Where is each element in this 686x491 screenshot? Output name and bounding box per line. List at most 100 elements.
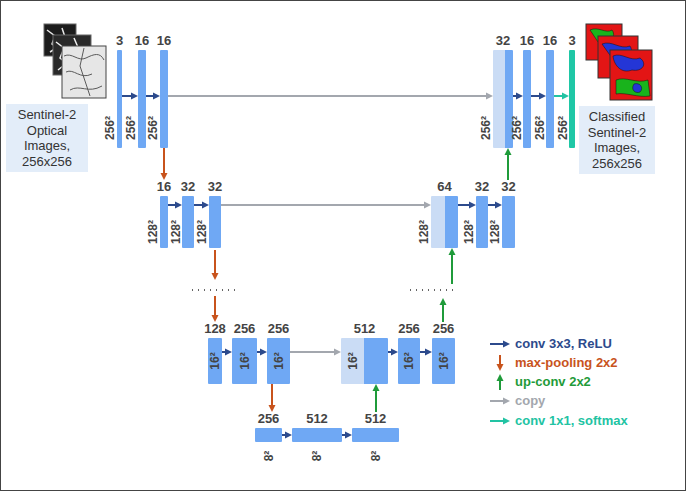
- up-conv-arrow: [442, 305, 444, 322]
- arrow-connector: [488, 202, 502, 209]
- arrow-head: [425, 349, 432, 356]
- feature-map: 25616²: [432, 322, 455, 384]
- arrow-head: [212, 273, 219, 280]
- arrow-line: [194, 204, 202, 206]
- map-size: 256²: [480, 116, 492, 140]
- arrow-connector: [420, 349, 432, 356]
- arrow-head: [497, 364, 504, 371]
- legend-text: copy: [515, 393, 545, 409]
- arrow-head: [539, 93, 546, 100]
- feature-map: 5128²: [292, 412, 342, 442]
- feature-map: 64128²: [431, 180, 458, 248]
- arrow-line: [488, 204, 495, 206]
- feature-map: 32128²: [182, 180, 194, 248]
- map-size: 128²: [196, 220, 208, 244]
- arrow-connector: [257, 349, 267, 356]
- map-size: 256²: [511, 116, 523, 140]
- arrow-connector: [168, 93, 493, 100]
- map-size: 128²: [147, 220, 159, 244]
- arrow-head: [516, 93, 523, 100]
- arrow-connector: [161, 148, 168, 180]
- arrow-head: [153, 93, 160, 100]
- channel-count: 256: [234, 322, 256, 336]
- legend-text: conv 1x1, softmax: [515, 413, 628, 429]
- feature-map-bar: [160, 196, 168, 248]
- arrow-connector: [513, 93, 523, 100]
- arrow-line: [499, 355, 501, 364]
- feature-map: 5128²: [352, 412, 399, 442]
- arrow-line: [490, 343, 503, 345]
- arrow-head: [225, 349, 232, 356]
- arrow-line: [257, 351, 260, 353]
- arrow-head: [391, 349, 398, 356]
- map-size: 8²: [311, 451, 323, 462]
- ellipsis-dots: [410, 289, 458, 291]
- arrow-line: [513, 95, 516, 97]
- arrow-head: [497, 374, 504, 381]
- arrow-line: [146, 95, 153, 97]
- channel-count: 16: [520, 34, 534, 48]
- arrow-head: [373, 384, 380, 391]
- feature-map: 32256²: [493, 34, 513, 148]
- arrow-line: [499, 381, 501, 390]
- arrow-head: [175, 202, 182, 209]
- map-size: 16²: [239, 352, 251, 369]
- arrow-connector: [222, 349, 232, 356]
- channel-count: 16: [157, 34, 171, 48]
- arrow-line: [168, 95, 486, 97]
- legend-arrow: [488, 392, 512, 410]
- arrow-head: [131, 93, 138, 100]
- channel-count: 256: [398, 322, 420, 336]
- arrow-connector: [168, 202, 182, 209]
- arrow-line: [122, 95, 131, 97]
- feature-map-bar: [292, 428, 342, 442]
- arrow-line: [458, 204, 469, 206]
- feature-map: 32128²: [502, 180, 515, 248]
- arrow-connector: [342, 432, 352, 439]
- map-size: 16²: [347, 352, 359, 369]
- image-class-region: [613, 55, 644, 71]
- map-size: 256²: [104, 116, 116, 140]
- channel-count: 512: [354, 322, 376, 336]
- arrow-line: [163, 148, 165, 173]
- arrow-connector: [194, 202, 209, 209]
- map-size: 128²: [418, 220, 430, 244]
- caption-text: Classified Sentinel-2 Images, 256x256: [582, 109, 652, 171]
- arrow-connector: [290, 349, 341, 356]
- arrow-head: [269, 405, 276, 412]
- map-size: 8²: [263, 451, 275, 462]
- arrow-connector: [554, 93, 569, 100]
- feature-map-bar: [493, 50, 513, 148]
- channel-count: 32: [501, 180, 515, 194]
- up-conv-arrow: [451, 255, 453, 284]
- arrow-connector: [146, 93, 160, 100]
- channel-count: 16: [543, 34, 557, 48]
- arrow-line: [290, 351, 334, 353]
- arrow-connector: [269, 384, 276, 412]
- channel-count: 128: [204, 322, 226, 336]
- arrow-head: [495, 202, 502, 209]
- feature-map: 25616²: [267, 322, 290, 384]
- feature-map-bar: [546, 50, 554, 148]
- channel-count: 256: [258, 412, 280, 426]
- arrow-head: [469, 202, 476, 209]
- legend-text: max-pooling 2x2: [515, 355, 618, 371]
- arrow-connector: [531, 93, 546, 100]
- arrow-line: [222, 351, 225, 353]
- feature-map-bar: [431, 196, 458, 248]
- legend-arrow: [488, 412, 512, 430]
- arrow-line: [342, 434, 345, 436]
- arrow-head: [486, 93, 493, 100]
- feature-map: 16256²: [546, 34, 554, 148]
- arrow-line: [507, 155, 509, 180]
- arrow-head: [503, 398, 510, 405]
- arrow-head: [285, 432, 292, 439]
- legend-text: conv 3x3, ReLU: [515, 336, 612, 352]
- arrow-connector: [388, 349, 398, 356]
- arrow-head: [260, 349, 267, 356]
- channel-count: 3: [116, 34, 123, 48]
- feature-map-bar: [255, 428, 282, 442]
- map-size: 8²: [370, 451, 382, 462]
- map-size: 256²: [557, 116, 569, 140]
